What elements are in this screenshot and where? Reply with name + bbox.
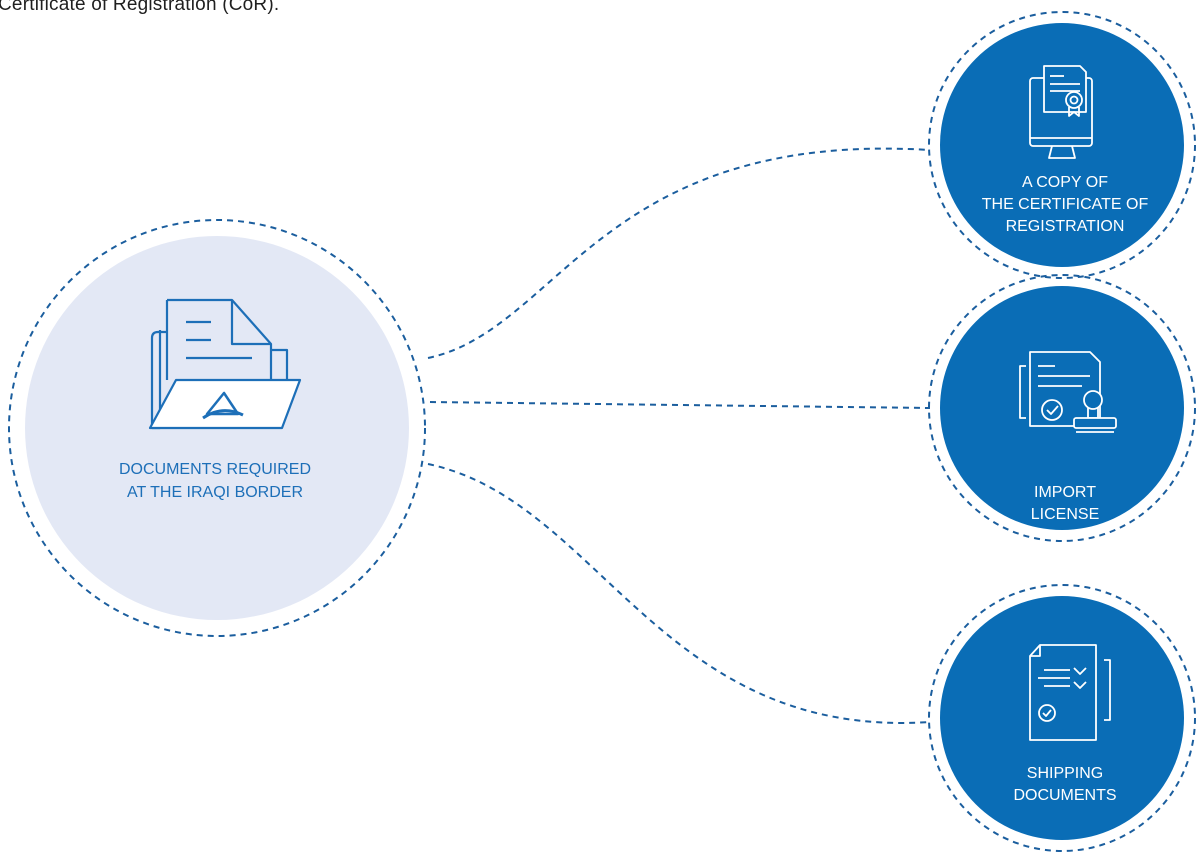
certificate-label-line3: REGISTRATION — [1005, 218, 1125, 235]
import-license-label-line2: LICENSE — [1030, 506, 1100, 523]
certificate-label-line1: A COPY OF — [1022, 174, 1108, 191]
shipping-documents-node — [928, 584, 1196, 852]
center-label: DOCUMENTS REQUIRED AT THE IRAQI BORDER — [45, 458, 385, 504]
import-license-label: IMPORT LICENSE — [960, 482, 1170, 526]
connector-shipping — [427, 463, 931, 724]
certificate-label-line2: THE CERTIFICATE OF — [981, 196, 1149, 213]
shipping-documents-icon — [1029, 644, 1111, 741]
shipping-documents-label-line1: SHIPPING — [1026, 765, 1104, 782]
folder-with-logo-icon — [148, 298, 302, 430]
center-label-line1: DOCUMENTS REQUIRED — [118, 461, 311, 478]
shipping-documents-label: SHIPPING DOCUMENTS — [960, 763, 1170, 807]
import-license-label-line1: IMPORT — [1034, 484, 1096, 501]
intro-text-fragment: Certificate of Registration (CoR). — [0, 0, 280, 15]
certificate-label: A COPY OF THE CERTIFICATE OF REGISTRATIO… — [960, 172, 1170, 238]
shipping-documents-label-line2: DOCUMENTS — [1013, 787, 1117, 804]
computer-certificate-icon — [1029, 65, 1093, 159]
connector-certificate — [427, 147, 931, 359]
connector-import — [429, 401, 931, 409]
certificate-node — [928, 11, 1196, 279]
license-stamp-icon — [1019, 351, 1117, 433]
center-label-line2: AT THE IRAQI BORDER — [126, 484, 304, 501]
